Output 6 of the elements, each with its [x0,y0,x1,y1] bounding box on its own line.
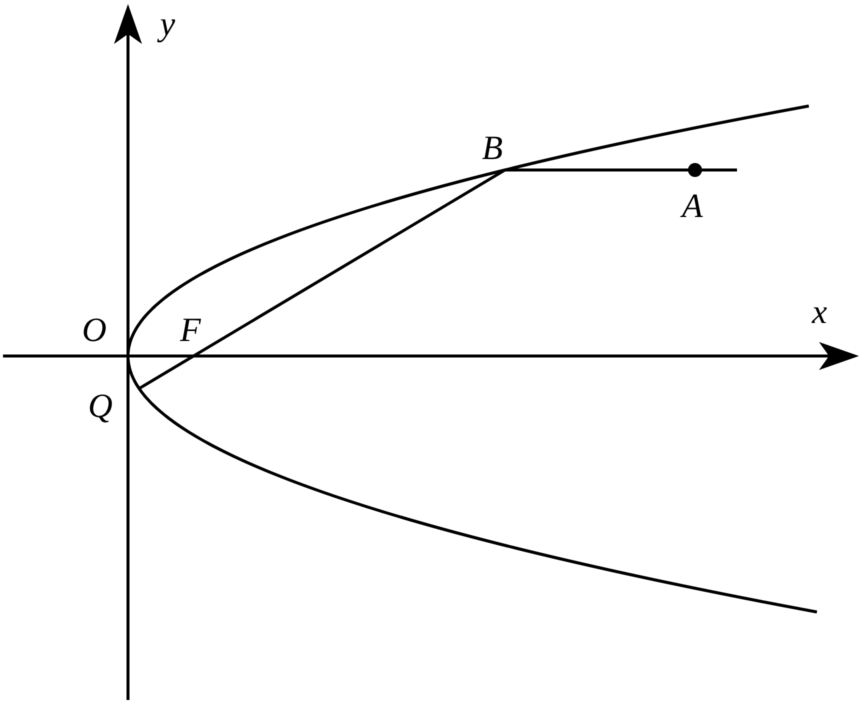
point-label: F [180,314,201,348]
point-label: B [482,132,503,166]
axis-label: x [812,296,828,330]
point-label: O [82,314,107,348]
point-label: A [682,190,703,224]
point-label: Q [88,390,113,424]
